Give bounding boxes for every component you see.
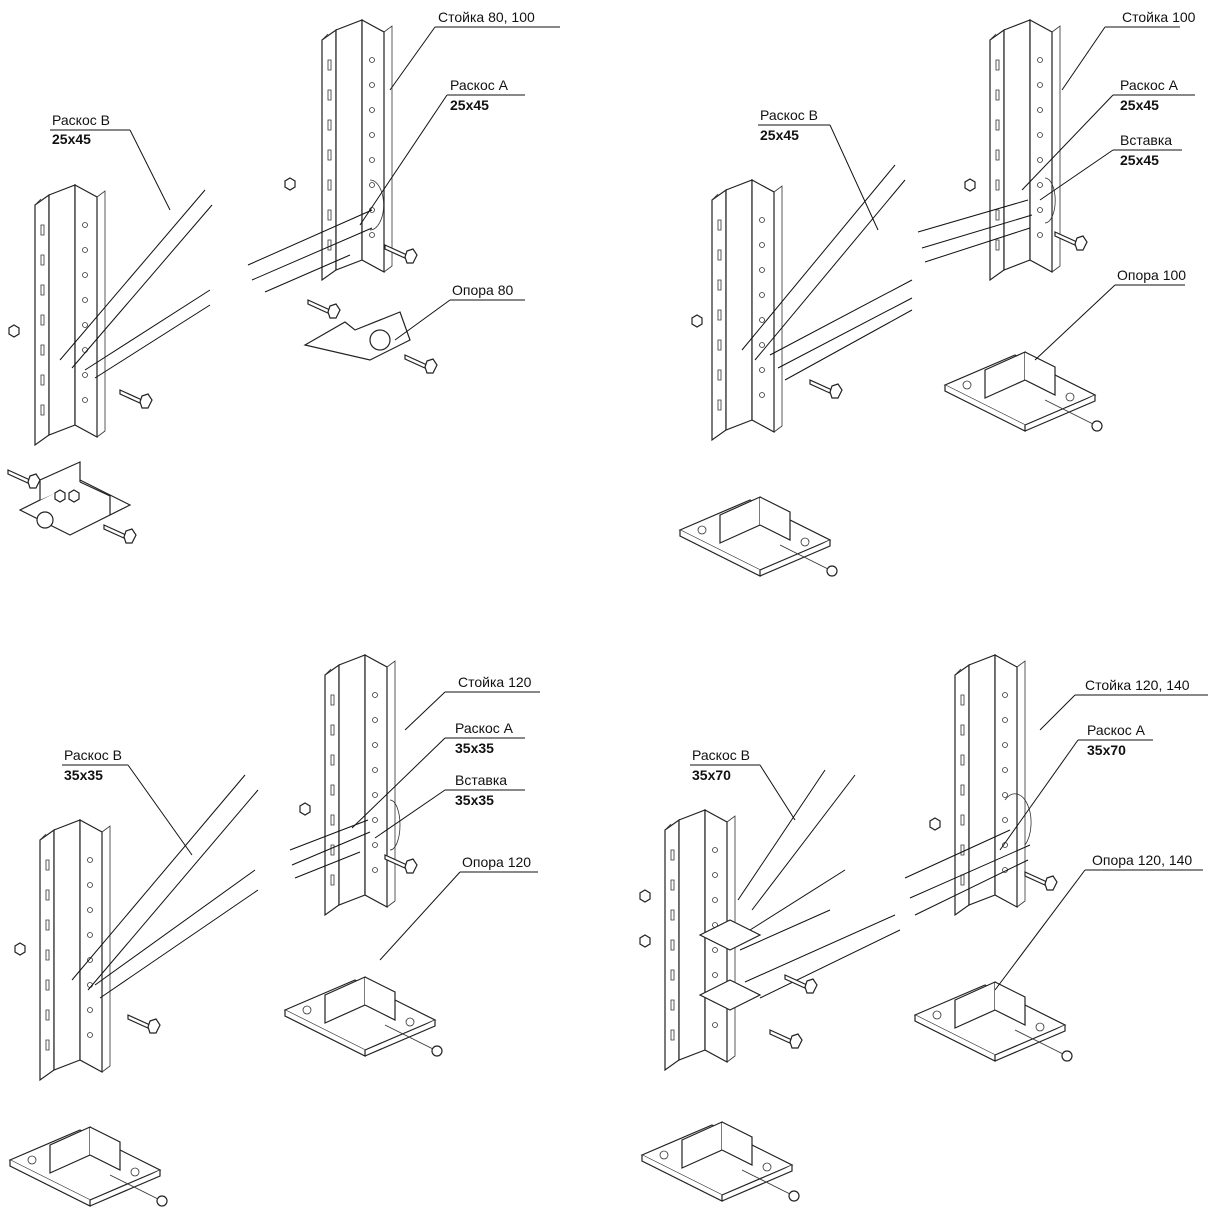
label-stoika: Стойка 120 (458, 674, 532, 690)
nut (8, 324, 20, 338)
base-plate-small (7, 461, 137, 544)
brace-connector (698, 919, 762, 1011)
bolt (769, 1029, 803, 1049)
label-raskos-b: Раскос B (64, 747, 122, 763)
leader-line (829, 124, 879, 231)
leader-line (394, 299, 451, 341)
label-raskos-b: Раскос B (52, 112, 110, 128)
brace-b (737, 769, 901, 999)
nut (691, 314, 703, 328)
label-opora: Опора 120, 140 (1092, 852, 1192, 868)
panel-top-right: Раскос B 25x45 Стойка 100 Раскос A 25x45… (679, 9, 1196, 577)
leader-line (374, 789, 446, 839)
nut (964, 178, 976, 192)
nut (929, 817, 941, 831)
leader-line (1039, 694, 1076, 731)
nut (639, 934, 651, 948)
detail-circle (389, 799, 401, 851)
label-raskos-a-size: 35x70 (1087, 742, 1126, 758)
bolt (127, 1014, 161, 1034)
detail-circle (1044, 177, 1056, 224)
bolt (119, 389, 153, 409)
nut (14, 942, 26, 956)
detail-circle (1004, 793, 1032, 846)
brace-b (71, 774, 259, 999)
leader-line (994, 869, 1086, 991)
leader-line (379, 871, 461, 961)
bolt (384, 244, 418, 264)
label-raskos-a-size: 35x35 (455, 740, 494, 756)
detail-circle (369, 179, 384, 231)
leader-line (1034, 284, 1116, 361)
brace-a (917, 199, 1033, 263)
upright-post (711, 179, 783, 441)
label-raskos-b-size: 35x70 (692, 767, 731, 783)
base-plate-100 (944, 351, 1103, 432)
upright-post (321, 19, 393, 281)
label-vstavka-size: 25x45 (1120, 152, 1159, 168)
bolt (1024, 871, 1058, 891)
label-stoika: Стойка 80, 100 (438, 9, 535, 25)
label-raskos-a-size: 25x45 (1120, 97, 1159, 113)
label-opora: Опора 80 (452, 282, 514, 298)
label-vstavka: Вставка (455, 772, 507, 788)
panel-bottom-left: Раскос B 35x35 Стойка 120 Раскос A 35x35… (9, 654, 540, 1207)
leader-line (404, 691, 446, 731)
upright-post (989, 19, 1061, 281)
nut (299, 802, 311, 816)
base-plate-80 (303, 299, 438, 374)
label-vstavka: Вставка (1120, 132, 1172, 148)
leader-line (999, 739, 1079, 851)
leader-line (389, 26, 436, 91)
leader-line (129, 129, 171, 211)
base-plate-120 (284, 976, 443, 1057)
bolt (809, 379, 843, 399)
label-raskos-a: Раскос A (1120, 77, 1179, 93)
label-raskos-a: Раскос A (450, 77, 509, 93)
label-stoika: Стойка 100 (1122, 9, 1196, 25)
base-plate (679, 496, 838, 577)
leader-line (351, 737, 446, 829)
label-opora: Опора 100 (1117, 267, 1186, 283)
leader-line (1061, 26, 1106, 91)
brace-b (59, 189, 213, 379)
leader-line (1039, 149, 1114, 201)
leader-line (1021, 94, 1114, 191)
upright-post (34, 184, 106, 446)
label-raskos-b-size: 35x35 (64, 767, 103, 783)
label-vstavka-size: 35x35 (455, 792, 494, 808)
base-plate (641, 1121, 800, 1202)
brace-b (741, 164, 913, 381)
brace-a (247, 209, 373, 293)
label-stoika: Стойка 120, 140 (1085, 677, 1190, 693)
panel-top-left: Раскос B 25x45 Стойка 80, 100 Раскос A 2… (7, 9, 560, 544)
panel-bottom-right: Раскос B 35x70 Стойка 120, 140 Раскос A … (639, 654, 1208, 1202)
leader-line (127, 764, 193, 856)
upright-post (39, 819, 111, 1081)
upright-post (324, 654, 396, 916)
brace-a (904, 829, 1031, 916)
label-opora: Опора 120 (462, 854, 531, 870)
bolt (384, 854, 418, 874)
leader-line (359, 94, 448, 226)
label-raskos-b-size: 25x45 (760, 127, 799, 143)
label-raskos-a: Раскос A (455, 720, 514, 736)
label-raskos-b-size: 25x45 (52, 131, 91, 147)
nut (284, 177, 296, 191)
leader-line (759, 764, 796, 821)
label-raskos-a-size: 25x45 (450, 97, 489, 113)
label-raskos-b: Раскос B (692, 747, 750, 763)
label-raskos-a: Раскос A (1087, 722, 1146, 738)
nut (639, 889, 651, 903)
label-raskos-b: Раскос B (760, 107, 818, 123)
base-plate-120-140 (914, 981, 1073, 1062)
base-plate (9, 1126, 168, 1207)
upright-post (954, 654, 1026, 916)
